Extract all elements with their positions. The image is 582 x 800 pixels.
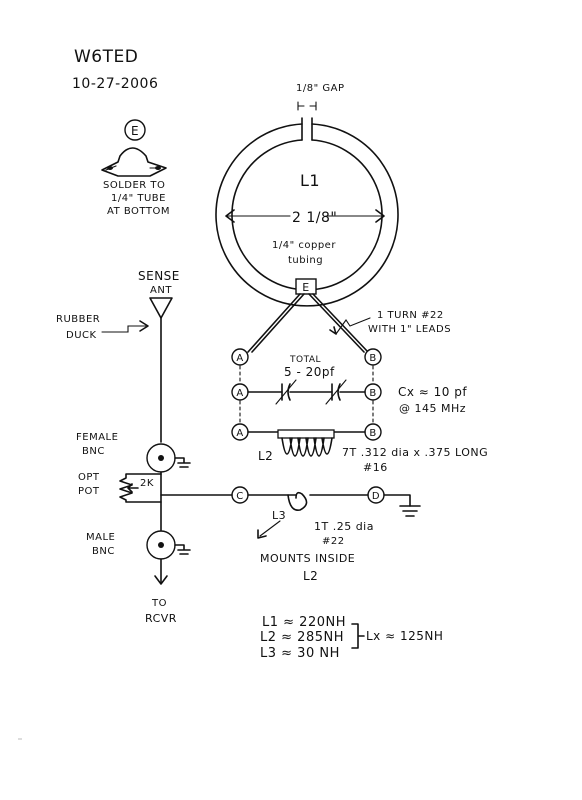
mount-note-1: MOUNTS INSIDE [260, 552, 355, 565]
node-e-clamp [295, 278, 317, 295]
total-label: TOTAL [289, 355, 321, 365]
duck-label-2: DUCK [66, 330, 97, 341]
clamp-note-2: 1/4" TUBE [111, 193, 166, 204]
date-text: 10-27-2006 [72, 76, 158, 92]
sense-label: SENSE [138, 269, 180, 283]
clamp-note-1: SOLDER TO [103, 180, 165, 191]
antenna-icon [149, 297, 173, 319]
node-e-detail [124, 119, 146, 141]
coil-l2-icon [247, 429, 366, 457]
variable-capacitors [247, 379, 366, 405]
node-e-clamp-label: E [302, 281, 309, 294]
node-b-1-label: B [369, 353, 376, 364]
node-c-label: C [236, 491, 243, 502]
node-b-2-label: B [369, 388, 376, 399]
cx-value: Cx ≈ 10 pf [398, 385, 467, 399]
gap-label: 1/8" GAP [296, 83, 345, 94]
ground-symbol-d [399, 505, 421, 517]
coil-l3-icon [247, 491, 369, 512]
female-bnc-connector [146, 443, 191, 473]
male-bnc-label-1: MALE [86, 532, 115, 543]
clamp-icon [101, 147, 167, 177]
clamp-detail: E SOLDER TO 1/4" TUBE AT BOTTOM [101, 119, 170, 217]
potentiometer-icon [119, 473, 162, 503]
cx-frequency: @ 145 MHz [399, 402, 466, 415]
callsign-text: W6TED [74, 47, 138, 67]
node-b-3-label: B [369, 428, 376, 439]
l3-value: L3 ≈ 30 NH [260, 646, 340, 661]
node-a-1-label: A [236, 353, 243, 364]
leads-note-1: 1 TURN #22 [377, 310, 444, 321]
ground-wire-d [383, 494, 411, 507]
lx-bracket [351, 623, 365, 649]
material-line-1: 1/4" copper [272, 240, 336, 251]
node-d-label: D [372, 491, 380, 502]
diameter-label: 2 1/8" [292, 210, 337, 226]
l3-label: L3 [272, 509, 286, 522]
female-bnc-label-2: BNC [82, 446, 105, 457]
female-bnc-label-1: FEMALE [76, 432, 118, 443]
material-line-2: tubing [288, 255, 323, 266]
l3-spec-2: #22 [322, 536, 345, 547]
lx-value: Lx ≈ 125NH [366, 629, 443, 643]
pot-label-1: OPT [78, 472, 100, 483]
node-b-1 [364, 348, 382, 366]
clamp-note-3: AT BOTTOM [107, 206, 170, 217]
duck-label-1: RUBBER [56, 314, 100, 325]
ant-label: ANT [150, 285, 172, 296]
male-bnc-label-2: BNC [92, 546, 115, 557]
rcvr-label: RCVR [145, 612, 177, 625]
l2-value: L2 ≈ 285NH [260, 630, 344, 645]
l2-spec-1: 7T .312 dia x .375 LONG [342, 446, 488, 459]
male-bnc-connector [146, 530, 191, 560]
node-a-3-label: A [236, 428, 243, 439]
mount-note-2: L2 [303, 569, 318, 583]
capacitance-range: 5 - 20pf [284, 365, 335, 379]
node-a-2-label: A [236, 388, 243, 399]
l1-value: L1 ≈ 220NH [262, 615, 346, 630]
l2-label: L2 [258, 449, 273, 463]
pot-value: 2K [140, 478, 154, 489]
l2-spec-2: #16 [363, 461, 388, 474]
output-arrow [154, 575, 168, 585]
crossed-leads [247, 293, 369, 353]
leads-note-2: WITH 1" LEADS [368, 324, 451, 335]
node-e-detail-label: E [131, 124, 139, 138]
l1-label: L1 [300, 171, 320, 190]
loop-l1: 1/8" GAP L1 2 1/8" 1/4" copper tubing E [215, 83, 399, 307]
to-label: TO [151, 598, 167, 609]
pot-label-2: POT [78, 486, 100, 497]
node-a-1 [231, 348, 249, 366]
l3-spec-1: 1T .25 dia [314, 520, 374, 533]
